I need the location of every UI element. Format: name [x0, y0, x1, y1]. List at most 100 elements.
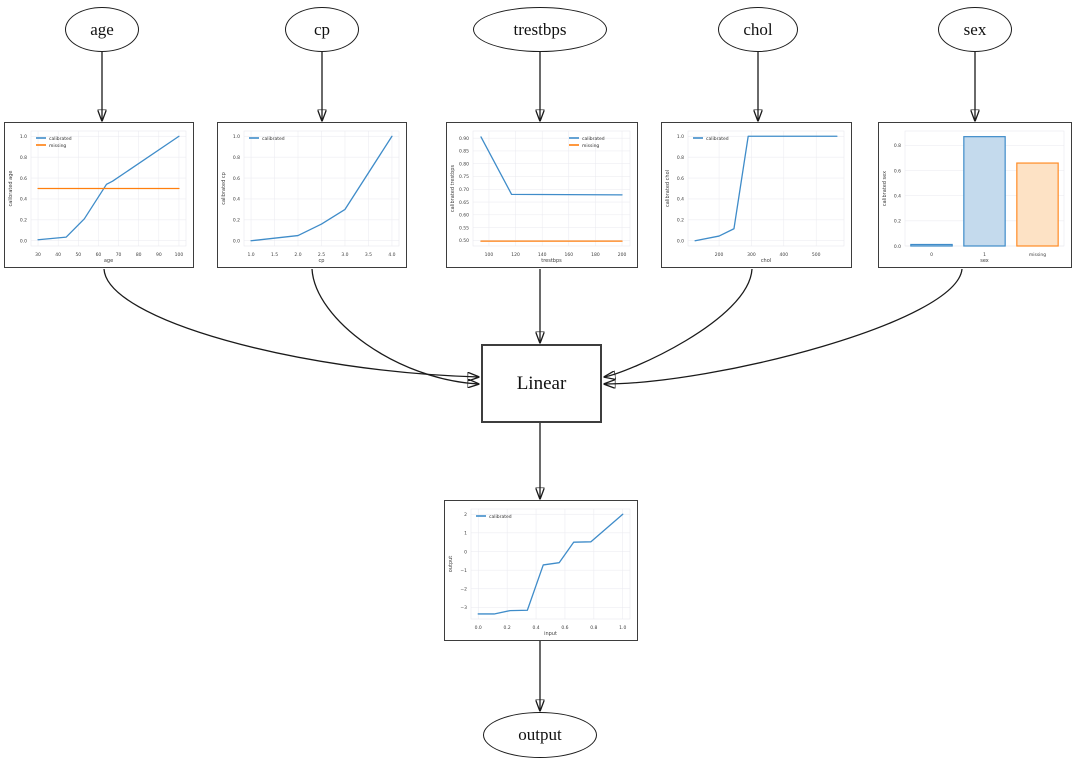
input-node-cp-label: cp [313, 19, 331, 39]
edge-cp-calibrator-to-linear [311, 268, 479, 384]
svg-text:missing: missing [49, 143, 66, 149]
svg-text:chol: chol [761, 258, 771, 264]
chart-trestbps: 100 120 140 160 180 200 0.50 0.55 0.60 0.65 0.70 0.… [450, 130, 631, 264]
svg-text:3.0: 3.0 [341, 252, 348, 258]
input-node-age-label: age [90, 19, 114, 39]
svg-text:0.0: 0.0 [894, 244, 901, 250]
svg-text:500: 500 [812, 252, 821, 258]
svg-text:2.5: 2.5 [318, 252, 325, 258]
input-node-sex: sex [938, 7, 1012, 52]
svg-text:400: 400 [780, 252, 789, 258]
svg-text:age: age [104, 258, 113, 264]
svg-text:calibrated sex: calibrated sex [882, 171, 888, 206]
svg-text:input: input [544, 631, 557, 637]
svg-text:180: 180 [591, 252, 600, 258]
svg-text:0.0: 0.0 [475, 625, 482, 631]
svg-text:0.8: 0.8 [20, 155, 27, 161]
svg-text:60: 60 [96, 252, 102, 258]
svg-text:90: 90 [156, 252, 162, 258]
svg-text:0.2: 0.2 [504, 625, 511, 631]
svg-text:70: 70 [116, 252, 122, 258]
svg-text:0: 0 [930, 252, 933, 258]
svg-text:calibrated cp: calibrated cp [221, 172, 227, 205]
output-node-label: output [518, 725, 562, 744]
svg-text:calibrated trestbps: calibrated trestbps [450, 165, 456, 213]
svg-text:0.0: 0.0 [677, 239, 684, 245]
input-node-age: age [65, 7, 139, 52]
svg-text:0.4: 0.4 [677, 197, 684, 203]
svg-text:calibrated: calibrated [706, 136, 729, 142]
svg-text:0.85: 0.85 [459, 149, 469, 155]
svg-text:160: 160 [564, 252, 573, 258]
svg-text:100: 100 [485, 252, 494, 258]
svg-text:0.90: 0.90 [459, 136, 469, 142]
input-node-chol-label: chol [743, 19, 773, 39]
svg-text:1.0: 1.0 [619, 625, 626, 631]
svg-text:1.0: 1.0 [247, 252, 254, 258]
svg-text:1.0: 1.0 [20, 134, 27, 140]
svg-text:100: 100 [175, 252, 184, 258]
svg-text:0.6: 0.6 [233, 176, 240, 182]
input-node-sex-label: sex [963, 19, 987, 39]
svg-text:output: output [448, 556, 454, 573]
svg-text:120: 120 [511, 252, 520, 258]
svg-text:0.8: 0.8 [894, 143, 901, 149]
svg-text:missing: missing [582, 143, 599, 149]
svg-text:0.4: 0.4 [233, 197, 240, 203]
svg-text:0.8: 0.8 [233, 155, 240, 161]
svg-text:200: 200 [618, 252, 627, 258]
svg-text:1.0: 1.0 [233, 134, 240, 140]
output-node: output [483, 712, 597, 758]
input-node-trestbps: trestbps [473, 7, 607, 52]
svg-text:0.60: 0.60 [459, 213, 469, 219]
svg-text:sex: sex [980, 258, 989, 264]
svg-text:−3: −3 [460, 605, 467, 611]
edge-age-calibrator-to-linear [103, 268, 479, 377]
svg-text:0.80: 0.80 [459, 161, 469, 167]
edge-sex-calibrator-to-linear [604, 268, 963, 384]
svg-text:calibrated: calibrated [49, 136, 72, 142]
svg-text:0.65: 0.65 [459, 200, 469, 206]
svg-text:missing: missing [1029, 252, 1046, 258]
svg-text:0: 0 [464, 549, 467, 555]
svg-text:0.70: 0.70 [459, 187, 469, 193]
svg-text:0.8: 0.8 [590, 625, 597, 631]
svg-text:50: 50 [75, 252, 81, 258]
svg-text:0.6: 0.6 [561, 625, 568, 631]
svg-text:calibrated age: calibrated age [8, 171, 14, 207]
svg-text:0.50: 0.50 [459, 238, 469, 244]
svg-text:30: 30 [35, 252, 41, 258]
svg-text:calibrated: calibrated [262, 136, 285, 142]
svg-text:trestbps: trestbps [541, 258, 562, 264]
svg-text:40: 40 [55, 252, 61, 258]
svg-text:0.6: 0.6 [894, 168, 901, 174]
svg-text:0.8: 0.8 [677, 155, 684, 161]
svg-text:0.75: 0.75 [459, 174, 469, 180]
svg-text:0.4: 0.4 [532, 625, 539, 631]
input-node-chol: chol [718, 7, 798, 52]
svg-text:0.55: 0.55 [459, 225, 469, 231]
svg-text:0.4: 0.4 [894, 193, 901, 199]
linear-node: Linear [481, 344, 602, 423]
svg-text:calibrated chol: calibrated chol [665, 170, 671, 207]
input-node-cp: cp [285, 7, 359, 52]
svg-text:3.5: 3.5 [365, 252, 372, 258]
svg-text:0.0: 0.0 [233, 239, 240, 245]
svg-text:−2: −2 [460, 587, 467, 593]
svg-text:0.0: 0.0 [20, 239, 27, 245]
svg-text:0.6: 0.6 [20, 176, 27, 182]
svg-text:calibrated: calibrated [582, 136, 605, 142]
input-node-trestbps-label: trestbps [513, 19, 567, 39]
svg-text:140: 140 [538, 252, 547, 258]
svg-text:1.0: 1.0 [677, 134, 684, 140]
